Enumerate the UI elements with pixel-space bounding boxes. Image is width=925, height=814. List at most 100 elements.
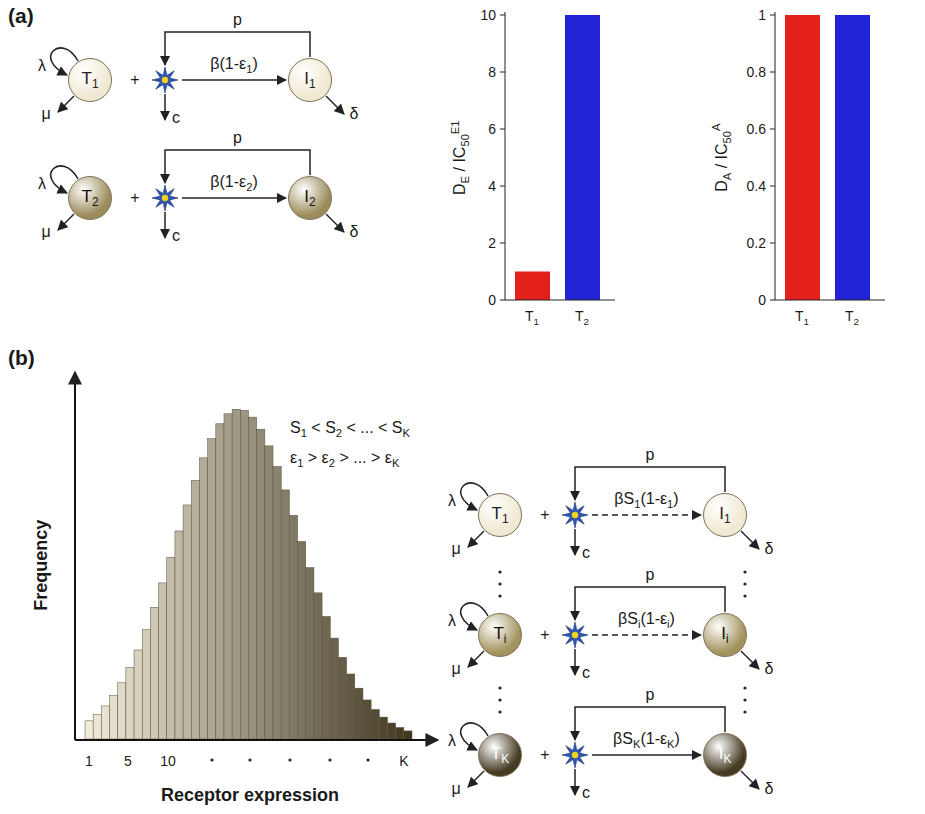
virus-symbol <box>152 67 178 93</box>
arrow <box>326 96 344 114</box>
arrow <box>574 529 576 555</box>
text-part: 0.4 <box>747 178 766 194</box>
histogram-bar <box>355 688 363 739</box>
label: δ <box>765 540 774 558</box>
histogram-bar <box>150 607 158 739</box>
histogram-bar <box>216 424 224 739</box>
text-part: (1-ε <box>640 730 667 747</box>
text-part: (1-ε <box>640 490 667 507</box>
text-part: T <box>493 624 503 643</box>
text-part: S <box>290 419 301 436</box>
text-part: 1 <box>758 7 766 23</box>
histogram-bar <box>142 630 150 739</box>
text-part: 1 <box>92 77 99 91</box>
histogram-bar <box>85 721 93 739</box>
text-part: T <box>575 308 584 324</box>
text-part: + <box>540 746 549 763</box>
text-part: δ <box>765 780 774 797</box>
text-part: I <box>719 744 724 763</box>
text-part: A <box>710 124 722 131</box>
label: λ <box>448 732 456 750</box>
label: μ <box>451 780 460 798</box>
text-part: K <box>723 752 731 766</box>
label: p <box>646 566 655 584</box>
text-part: i <box>667 619 670 631</box>
tick-label: 0.2 <box>747 235 766 251</box>
cell-circle: I2 <box>288 176 332 220</box>
text-part: μ <box>41 105 50 122</box>
text-part: λ <box>38 175 46 192</box>
text-part: ) <box>252 55 257 72</box>
text-part: I <box>719 504 724 523</box>
histogram-bar <box>281 490 289 739</box>
cell-circle: I1 <box>288 58 332 102</box>
virus-symbol <box>562 502 588 528</box>
label: c <box>172 109 180 127</box>
tick-label: 8 <box>488 64 496 80</box>
histogram <box>85 409 412 739</box>
tick-label: 5 <box>124 753 132 769</box>
text-part: K <box>501 752 509 766</box>
histogram-bar <box>265 446 273 739</box>
tick-label: 1 <box>758 7 766 23</box>
text-part: 1 <box>534 316 539 327</box>
text-part: / IC <box>713 144 730 173</box>
histogram-bar <box>404 731 412 739</box>
text-part: + <box>130 189 139 206</box>
tick-label: 0.4 <box>747 178 766 194</box>
virus-core <box>572 512 578 518</box>
text-part: 1 <box>309 77 316 91</box>
text-part: β(1-ε <box>210 55 246 72</box>
text-part: 1 <box>724 512 731 526</box>
text-part: 1 <box>297 458 303 470</box>
cell-label: T1 <box>491 504 508 526</box>
histogram-bar <box>289 515 297 739</box>
label: c <box>582 664 590 682</box>
text-part: δ <box>350 223 359 240</box>
text-part: E <box>459 176 471 183</box>
text-part: 1 <box>634 499 640 511</box>
histogram-bar <box>199 458 207 739</box>
arrow <box>468 771 484 787</box>
text-part: ) <box>670 610 675 627</box>
cell-label: Ti <box>493 624 506 646</box>
text-part: I <box>721 624 726 643</box>
histogram-bar <box>363 700 371 739</box>
text-part: p <box>233 11 242 28</box>
label: δ <box>350 105 359 123</box>
text-part: (a) <box>8 4 34 27</box>
text-part: T <box>81 69 91 88</box>
virus-symbol <box>152 185 178 211</box>
histogram-bar <box>379 717 387 739</box>
histogram-bar <box>249 417 257 739</box>
label: λ <box>448 492 456 510</box>
histogram-axes <box>75 372 438 740</box>
cell-label: Ii <box>721 624 728 646</box>
cell-circle: T1 <box>68 58 112 102</box>
text-part: 0.8 <box>747 64 766 80</box>
label: p <box>646 446 655 464</box>
text-part: 2 <box>336 428 342 440</box>
text-part: K <box>667 739 674 751</box>
cell-circle: T1 <box>478 493 522 537</box>
label: ε1 > ε2 > ... > εK <box>290 449 399 470</box>
text-part: D <box>451 184 468 196</box>
text-part: λ <box>448 492 456 509</box>
text-part: 2 <box>92 195 99 209</box>
arrow <box>741 531 759 549</box>
histogram-bar <box>175 531 183 739</box>
text-part: A <box>721 173 733 180</box>
label: μ <box>41 223 50 241</box>
text-part: 1 <box>301 428 307 440</box>
tick-label: K <box>399 753 408 769</box>
cell-label: TK <box>491 744 509 766</box>
histogram-bar <box>118 683 126 739</box>
text-part: 1 <box>804 316 809 327</box>
label: S1 < S2 < ... < SK <box>290 419 410 440</box>
histogram-bar <box>347 674 355 739</box>
text-part: K <box>392 458 399 470</box>
histogram-bar <box>126 668 134 739</box>
text-part: ) <box>673 490 678 507</box>
text-part: βS <box>614 490 634 507</box>
histogram-bar <box>134 650 142 739</box>
